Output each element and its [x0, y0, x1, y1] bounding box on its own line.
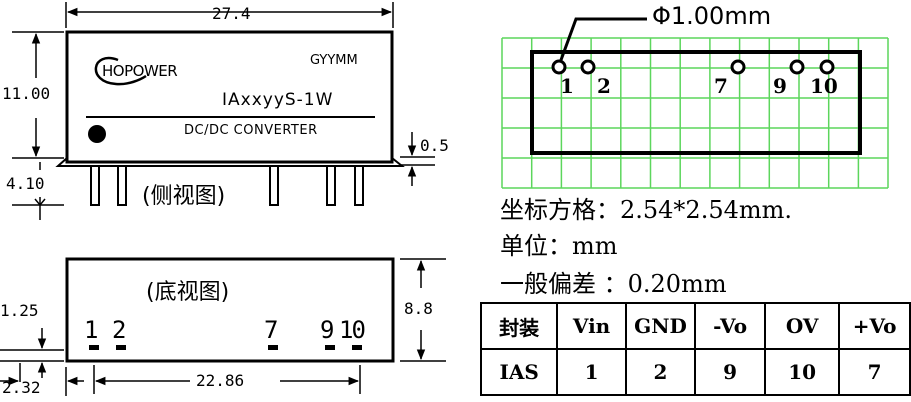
- logo-swoosh: [94, 56, 147, 86]
- footprint-outline: [530, 50, 862, 155]
- pad-1: [89, 345, 99, 350]
- bottom-view-caption: (底视图): [146, 280, 230, 305]
- pin-length-label: 4.10: [6, 174, 45, 193]
- hole-10: [819, 59, 835, 75]
- width-dimension-label: 27.4: [212, 4, 251, 23]
- pad-7: [268, 345, 278, 350]
- pad-2: [116, 345, 126, 350]
- hole-diameter-label: Φ1.00mm: [652, 2, 772, 30]
- hole-2: [580, 59, 596, 75]
- hole-1: [551, 59, 567, 75]
- bottom-pin-label-9: 9: [320, 316, 335, 344]
- tolerance-spec-line: 一般偏差 ：0.20mm: [500, 270, 727, 298]
- bottom-pin-label-7: 7: [264, 316, 279, 344]
- bottom-pin-label-2: 2: [112, 316, 127, 344]
- footprint-pin-label-7: 7: [714, 74, 728, 98]
- pad-10: [352, 345, 362, 350]
- pin-2: [117, 165, 127, 206]
- grid-lines: [501, 37, 889, 189]
- pin1-marker-dot: [88, 125, 106, 143]
- table-row: IAS 1 2 9 10 7: [479, 348, 911, 396]
- footprint-pin-label-2: 2: [597, 74, 611, 98]
- bottom-view-drawing: [0, 257, 446, 396]
- pad-9: [325, 345, 335, 350]
- pin-function-table: 封装 Vin GND -Vo OV +Vo IAS 1 2 9 10 7: [479, 302, 911, 396]
- pin-1: [90, 165, 100, 206]
- bottom-height-label: 8.8: [404, 299, 433, 318]
- row-cell-gnd: 2: [624, 348, 697, 396]
- pin-10: [354, 165, 364, 206]
- module-body-outline: [65, 30, 394, 164]
- header-cell-ov: OV: [764, 302, 841, 350]
- header-cell-vin: Vin: [556, 302, 627, 350]
- header-cell-minus-vo: -Vo: [694, 302, 767, 350]
- height-dimension-label: 11.00: [2, 84, 51, 103]
- hole-9: [789, 59, 805, 75]
- side-view-caption: (侧视图): [142, 184, 226, 209]
- footprint-grid: [501, 17, 889, 189]
- row-cell-minus-vo: 9: [694, 348, 767, 396]
- hole-leader-line: [559, 17, 647, 61]
- row-cell-plus-vo: 7: [838, 348, 911, 396]
- converter-type-label: DC/DC CONVERTER: [184, 123, 318, 138]
- row-cell-ov: 10: [764, 348, 841, 396]
- bottom-pin-label-1: 1: [84, 316, 99, 344]
- pin-thickness-label: 0.5: [420, 136, 449, 155]
- row-cell-package: IAS: [479, 348, 559, 396]
- footprint-pin-label-1: 1: [560, 74, 574, 98]
- footprint-pin-label-9: 9: [773, 74, 787, 98]
- table-header-row: 封装 Vin GND -Vo OV +Vo: [479, 302, 911, 350]
- hole-7: [730, 59, 746, 75]
- pin-span-label: 22.86: [196, 371, 245, 390]
- pin-7: [269, 165, 279, 206]
- bottom-body-outline: [65, 257, 395, 363]
- model-label: IAxxyyS-1W: [222, 90, 334, 110]
- edge-offset-label: 2.32: [2, 378, 41, 397]
- header-cell-gnd: GND: [624, 302, 697, 350]
- grid-spec-line: 坐标方格：2.54*2.54mm.: [500, 196, 793, 224]
- unit-spec-line: 单位：mm: [500, 232, 618, 260]
- pin-offset-label: 1.25: [0, 301, 39, 320]
- logo-text: HOPOWER: [102, 62, 178, 80]
- row-cell-vin: 1: [556, 348, 627, 396]
- date-code-label: GYYMM: [310, 53, 358, 68]
- side-view-drawing: [12, 2, 435, 220]
- header-cell-plus-vo: +Vo: [838, 302, 911, 350]
- pin-9: [326, 165, 336, 206]
- footprint-pin-label-10: 10: [810, 74, 838, 98]
- header-cell-package: 封装: [479, 302, 559, 350]
- bottom-pin-label-10: 10: [339, 316, 366, 344]
